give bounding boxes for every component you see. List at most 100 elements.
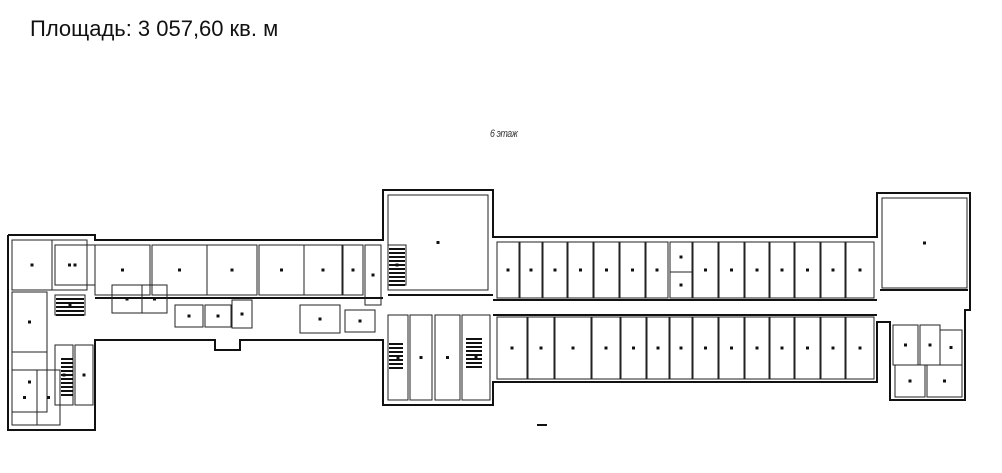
stair-step (389, 280, 405, 282)
stair-step (61, 366, 73, 368)
room (646, 316, 670, 380)
room-marker (436, 241, 440, 244)
building-outline (7, 189, 971, 431)
stair-step (466, 338, 482, 340)
stair-step (389, 252, 405, 254)
room (174, 304, 204, 328)
stair-step (56, 306, 84, 308)
stair-step (56, 314, 84, 316)
room (554, 316, 592, 380)
room (718, 241, 745, 299)
room (74, 344, 94, 406)
room (342, 244, 364, 296)
room (845, 316, 875, 380)
room (387, 194, 489, 291)
room-marker (806, 346, 809, 350)
stair-step (389, 359, 403, 361)
stair-step (389, 343, 403, 345)
room-marker (571, 346, 575, 350)
room (344, 309, 376, 333)
room (94, 244, 151, 296)
room (364, 244, 382, 306)
room-marker (506, 268, 510, 272)
room-marker (949, 346, 953, 349)
room (141, 284, 168, 314)
room (204, 304, 232, 328)
stair-step (389, 256, 405, 258)
room-marker (371, 273, 375, 277)
room (881, 197, 968, 289)
room-marker (605, 268, 608, 272)
room-marker (68, 263, 71, 267)
room (769, 241, 795, 299)
room (645, 241, 669, 299)
room (669, 271, 693, 299)
room-marker (474, 356, 478, 359)
room-marker (216, 314, 220, 318)
room-marker (904, 343, 907, 347)
stair-step (61, 394, 73, 396)
room-marker (510, 346, 514, 350)
room-marker (68, 303, 72, 307)
room (434, 314, 461, 401)
room (794, 241, 821, 299)
room-marker (923, 241, 926, 245)
room-marker (121, 268, 124, 272)
room-marker (858, 268, 862, 272)
room (231, 299, 253, 329)
room-marker (704, 346, 707, 350)
room-marker (358, 319, 362, 323)
room-marker (240, 312, 244, 316)
room-marker (631, 268, 634, 272)
room-marker (943, 379, 946, 383)
room-marker (655, 268, 659, 272)
stair-step (389, 276, 405, 278)
room-marker (928, 343, 932, 347)
room-marker (539, 346, 543, 350)
stair-step (389, 367, 403, 369)
stair-step (389, 355, 403, 357)
room-marker (280, 268, 283, 272)
stair-step (389, 260, 405, 262)
room-marker (446, 356, 449, 359)
room-marker (153, 297, 156, 301)
room (567, 241, 594, 299)
stair-step (389, 351, 403, 353)
floor-label: 6 этаж (490, 128, 518, 140)
room-marker (62, 373, 66, 377)
stair-step (389, 272, 405, 274)
stair-step (61, 378, 73, 380)
scale-mark (537, 424, 547, 426)
room (461, 314, 491, 401)
room-marker (755, 268, 759, 272)
room (36, 369, 61, 426)
stair-step (389, 268, 405, 270)
room-marker (28, 380, 31, 384)
room (299, 304, 341, 334)
room-marker (230, 268, 234, 272)
room (620, 316, 647, 380)
room-marker (831, 268, 835, 272)
room (619, 241, 646, 299)
room (744, 241, 770, 299)
stair-step (389, 347, 403, 349)
room-marker (806, 268, 809, 272)
stair-step (56, 302, 84, 304)
stair-step (466, 358, 482, 360)
room (519, 241, 543, 299)
stair-step (61, 386, 73, 388)
area-unit: кв. м (229, 16, 279, 41)
area-label: Площадь: (30, 16, 132, 41)
stair-step (466, 354, 482, 356)
room-marker (529, 268, 533, 272)
stair-step (466, 362, 482, 364)
room-marker (579, 268, 582, 272)
room-marker (28, 320, 31, 324)
room (669, 316, 693, 380)
stair-step (466, 350, 482, 352)
room-marker (82, 373, 86, 377)
room-marker (351, 268, 355, 272)
room (409, 314, 433, 401)
stair-step (56, 310, 84, 312)
room-marker (755, 346, 759, 350)
